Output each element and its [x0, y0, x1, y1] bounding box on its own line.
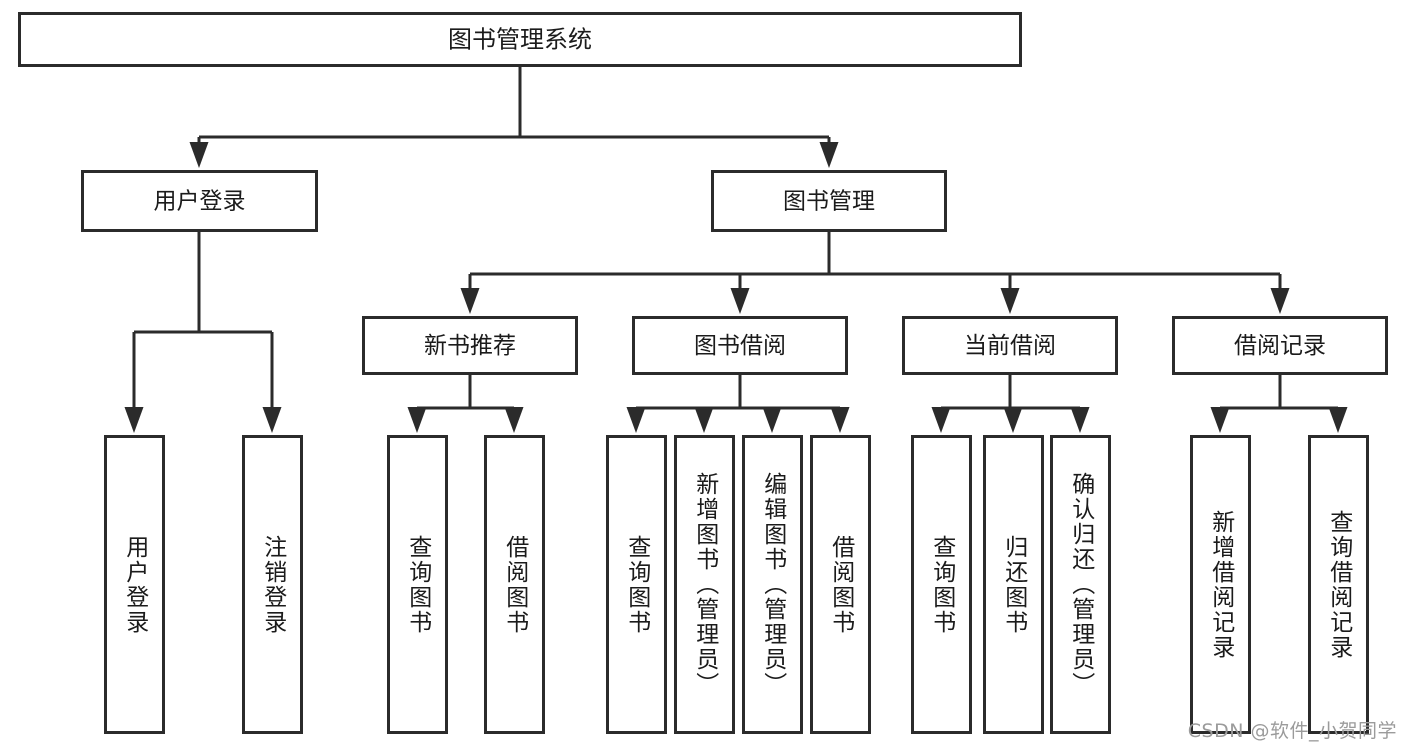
node-leaf-新增图书管理员-box[interactable]	[674, 435, 735, 734]
watermark-text: CSDN @软件_小贺同学	[1187, 720, 1397, 742]
node-level3-新书推荐-box[interactable]	[362, 316, 578, 375]
node-boxes-layer	[18, 12, 1388, 734]
node-leaf-用户登录-box[interactable]	[104, 435, 165, 734]
node-leaf-新增借阅记录-box[interactable]	[1190, 435, 1251, 734]
connector-arrowhead	[730, 288, 750, 314]
node-leaf-借阅图书-box[interactable]	[810, 435, 871, 734]
connectors-layer	[124, 67, 1348, 433]
connector-arrowhead	[262, 407, 282, 433]
connector-arrowhead	[124, 407, 144, 433]
connector-arrowhead	[1000, 288, 1020, 314]
connector-arrowhead	[1003, 407, 1023, 433]
connector-arrowhead	[931, 407, 951, 433]
node-level3-当前借阅-label: 当前借阅	[964, 333, 1056, 359]
node-leaf-归还图书-box[interactable]	[983, 435, 1044, 734]
node-level3-新书推荐-label: 新书推荐	[424, 333, 516, 359]
node-level2-用户登录-box[interactable]	[81, 170, 318, 232]
connector-level3-record-to-leaves	[1210, 375, 1348, 433]
connector-arrowhead	[460, 288, 480, 314]
node-level3-当前借阅-box[interactable]	[902, 316, 1118, 375]
connector-arrowhead	[626, 407, 646, 433]
node-leaf-借阅图书-box[interactable]	[484, 435, 545, 734]
node-leaf-注销登录-box[interactable]	[242, 435, 303, 734]
connector-level3-borrow-to-leaves	[626, 375, 850, 433]
connector-level2-userlogin-to-leaves	[124, 232, 282, 433]
connector-level3-newbook-to-leaves	[407, 375, 524, 433]
connector-level2-bookmgmt-to-level3	[460, 232, 1290, 314]
connector-arrowhead	[819, 142, 839, 168]
connector-arrowhead	[1070, 407, 1090, 433]
node-level3-图书借阅-label: 图书借阅	[694, 333, 786, 359]
connector-arrowhead	[762, 407, 782, 433]
connector-arrowhead	[1328, 407, 1348, 433]
node-leaf-查询借阅记录-box[interactable]	[1308, 435, 1369, 734]
node-level2-图书管理-label: 图书管理	[783, 189, 875, 215]
connector-arrowhead	[189, 142, 209, 168]
connector-level3-current-to-leaves	[931, 375, 1090, 433]
node-level2-图书管理-box[interactable]	[711, 170, 947, 232]
connector-arrowhead	[504, 407, 524, 433]
connector-root-to-level2	[189, 67, 839, 168]
node-root-图书管理系统-label: 图书管理系统	[448, 26, 592, 54]
node-leaf-确认归还管理员-box[interactable]	[1050, 435, 1111, 734]
connector-arrowhead	[830, 407, 850, 433]
node-level3-借阅记录-box[interactable]	[1172, 316, 1388, 375]
connector-arrowhead	[407, 407, 427, 433]
connector-arrowhead	[1210, 407, 1230, 433]
node-leaf-查询图书-box[interactable]	[911, 435, 972, 734]
node-level2-用户登录-label: 用户登录	[154, 189, 246, 215]
node-leaf-查询图书-box[interactable]	[387, 435, 448, 734]
node-root-图书管理系统-box[interactable]	[18, 12, 1022, 67]
node-leaf-查询图书-box[interactable]	[606, 435, 667, 734]
connector-arrowhead	[1270, 288, 1290, 314]
connector-arrowhead	[694, 407, 714, 433]
node-level3-借阅记录-label: 借阅记录	[1234, 333, 1326, 359]
node-leaf-编辑图书管理员-box[interactable]	[742, 435, 803, 734]
node-level3-图书借阅-box[interactable]	[632, 316, 848, 375]
